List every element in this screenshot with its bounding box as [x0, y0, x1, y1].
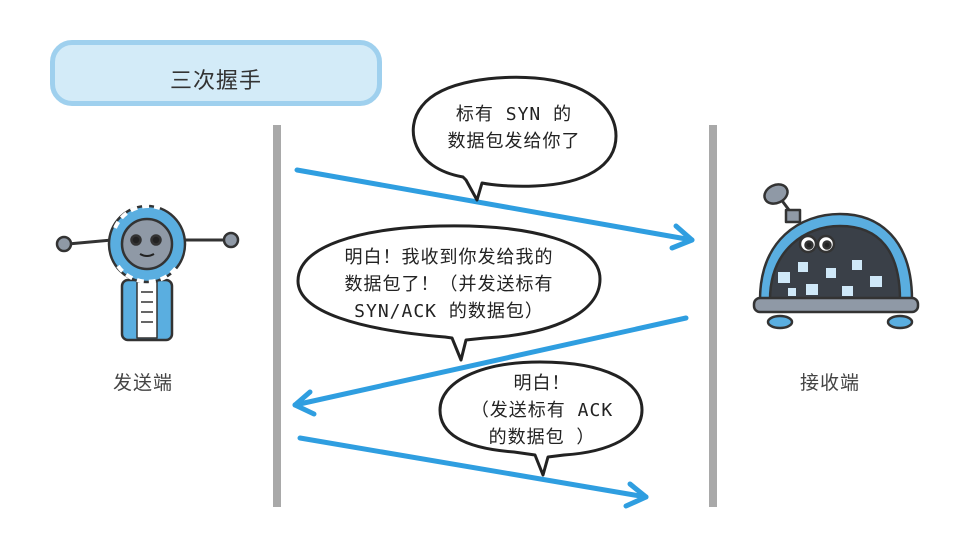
message-line: SYN/ACK 的数据包）	[354, 301, 544, 322]
message-line: 标有 SYN 的	[455, 104, 573, 125]
ack-arrow	[297, 435, 649, 509]
syn-ack-arrow	[292, 315, 689, 417]
message-line: 的数据包 ）	[488, 427, 596, 448]
sender-robot-icon	[55, 204, 240, 342]
ack-message: 明白！ （发送标有 ACK 的数据包 ）	[444, 370, 640, 451]
message-line: 明白！我收到你发给我的	[344, 247, 554, 268]
sender-label: 发送端	[113, 372, 174, 394]
message-line: （发送标有 ACK	[470, 400, 614, 421]
receiver-timeline	[709, 125, 717, 507]
title-banner: 三次握手	[50, 40, 382, 106]
receiver-label: 接收端	[800, 372, 861, 394]
syn-message: 标有 SYN 的 数据包发给你了	[414, 101, 614, 155]
message-line: 数据包了！（并发送标有	[344, 274, 554, 295]
message-line: 数据包发给你了	[447, 131, 581, 152]
receiver-robot-icon	[752, 183, 920, 330]
syn-ack-message: 明白！我收到你发给我的 数据包了！（并发送标有 SYN/ACK 的数据包）	[300, 244, 598, 325]
ack-speech-bubble	[438, 360, 644, 477]
syn-arrow	[294, 167, 695, 251]
syn-ack-speech-bubble	[296, 224, 602, 362]
syn-speech-bubble	[411, 75, 618, 202]
sender-timeline	[273, 125, 281, 507]
diagram-title: 三次握手	[169, 69, 262, 94]
message-line: 明白！	[513, 373, 571, 394]
